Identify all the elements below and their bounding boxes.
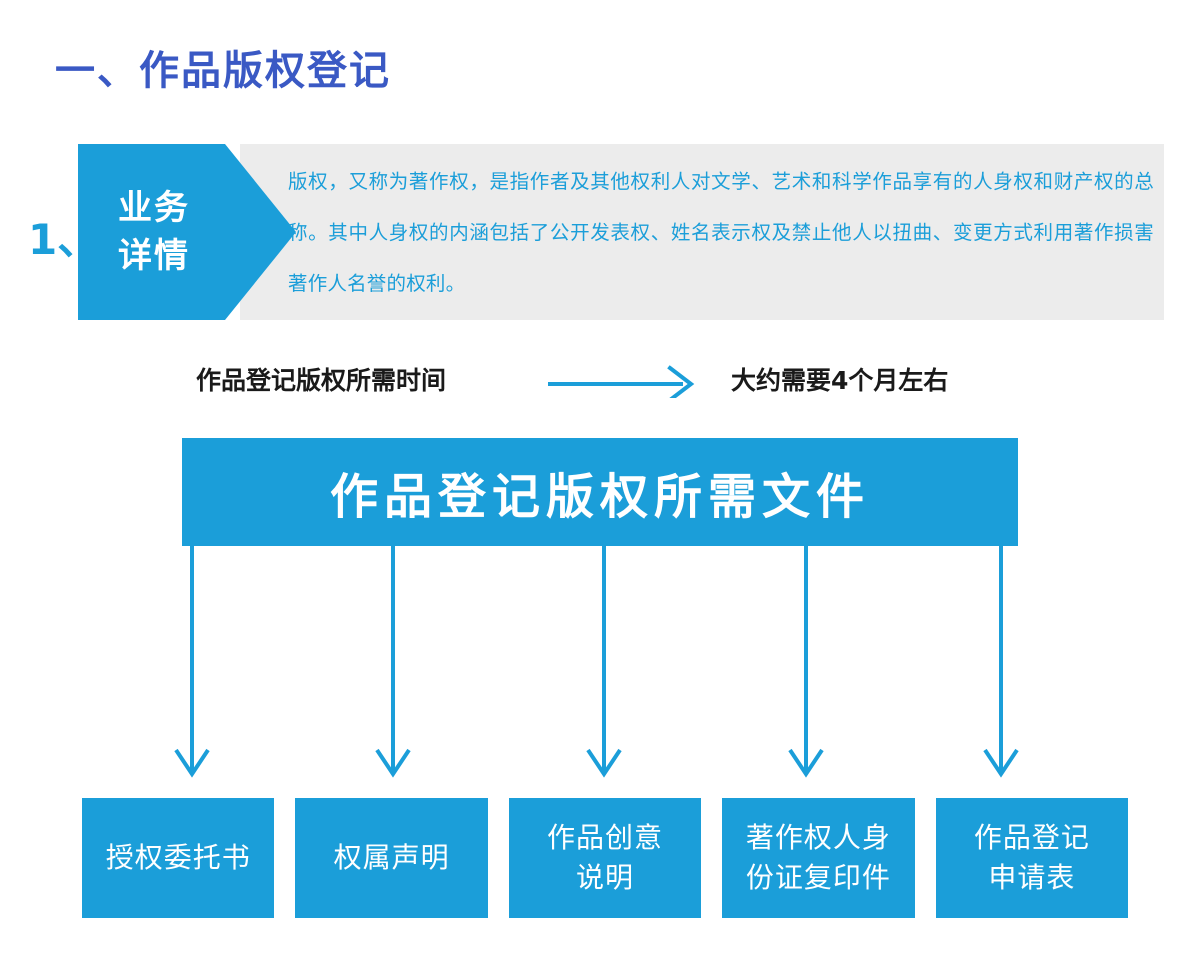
document-box-1-label: 授权委托书	[94, 838, 263, 878]
document-box-5-line-2: 申请表	[988, 861, 1076, 894]
document-box-5[interactable]: 作品登记 申请表	[935, 798, 1129, 918]
document-box-3[interactable]: 作品创意 说明	[508, 798, 702, 918]
document-box-1-line-1: 授权委托书	[105, 841, 251, 875]
document-box-1[interactable]: 授权委托书	[82, 798, 275, 918]
documents-header-label: 作品登记版权所需文件	[329, 469, 870, 525]
documents-header-banner: 作品登记版权所需文件	[182, 438, 1018, 546]
detail-text-wrapper: 版权，又称为著作权，是指作者及其他权利人对文学、艺术和科学作品享有的人身权和财产…	[288, 144, 1154, 320]
detail-text-panel	[240, 144, 1164, 320]
document-box-3-line-1: 作品创意	[547, 821, 664, 855]
documents-list: 授权委托书 权属声明 作品创意 说明 著作权人身 份证复印件 作品登记 申请表	[82, 798, 1129, 918]
detail-tag-line-1: 业务	[118, 187, 190, 228]
arrow-down-icon-1	[174, 748, 210, 778]
detail-body-text: 版权，又称为著作权，是指作者及其他权利人对文学、艺术和科学作品享有的人身权和财产…	[288, 169, 1154, 295]
arrow-right-icon	[548, 362, 698, 403]
document-box-4[interactable]: 著作权人身 份证复印件	[722, 798, 915, 918]
document-box-3-line-2: 说明	[576, 861, 635, 894]
arrow-down-icon-3	[586, 748, 622, 778]
connector-arrows-group	[0, 540, 1200, 800]
arrow-down-icon-5	[983, 748, 1019, 778]
document-box-5-label: 作品登记 申请表	[962, 818, 1102, 898]
business-detail-section: 1、 业务 详情 版权，又称为著作权，是指作者及其他权利人对文学、艺术和科学作品…	[0, 144, 1200, 320]
page-title: 一、作品版权登记	[55, 48, 391, 94]
duration-row: 作品登记版权所需时间 大约需要4个月左右	[0, 358, 1200, 403]
document-box-2-line-1: 权属声明	[333, 841, 450, 875]
document-box-2[interactable]: 权属声明	[295, 798, 488, 918]
document-box-5-line-1: 作品登记	[973, 821, 1090, 855]
document-box-3-label: 作品创意 说明	[535, 818, 675, 898]
arrow-down-icon-4	[788, 748, 824, 778]
document-box-4-line-2: 份证复印件	[745, 861, 891, 894]
duration-value: 大约需要4个月左右	[731, 366, 949, 395]
document-box-4-line-1: 著作权人身	[745, 821, 891, 855]
document-box-2-label: 权属声明	[322, 838, 462, 878]
detail-tag-line-2: 详情	[118, 236, 190, 276]
arrow-down-icon-2	[375, 748, 411, 778]
document-box-4-label: 著作权人身 份证复印件	[734, 818, 903, 898]
duration-label: 作品登记版权所需时间	[196, 366, 447, 395]
